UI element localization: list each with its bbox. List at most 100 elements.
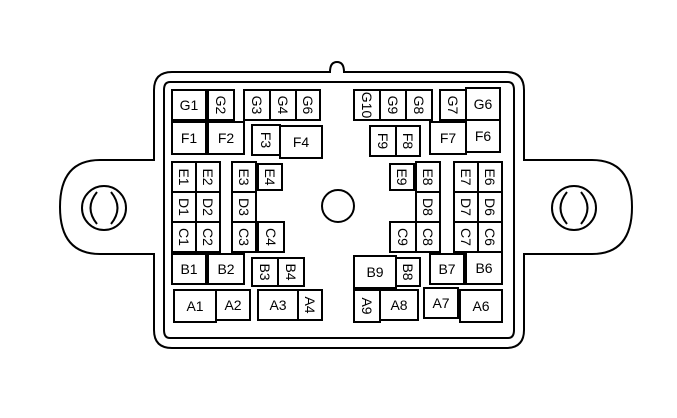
cavity-label: F8 xyxy=(400,133,416,150)
cavity-box xyxy=(429,121,467,155)
cavity-b7: B7 xyxy=(429,253,465,285)
cavity-box xyxy=(379,289,419,321)
cavity-label: D2 xyxy=(200,198,216,216)
cavity-e6: E6 xyxy=(477,161,503,193)
right-mount-clip xyxy=(559,191,589,225)
cavity-label: C4 xyxy=(263,228,279,246)
cavity-box xyxy=(465,119,501,153)
cavity-f3: F3 xyxy=(251,124,281,156)
cavity-label: G4 xyxy=(275,96,291,115)
cavity-label: B6 xyxy=(475,260,492,276)
cavity-box xyxy=(215,289,251,321)
cavity-f2: F2 xyxy=(207,121,245,155)
cavity-box xyxy=(257,289,299,321)
cavity-label: C2 xyxy=(200,228,216,246)
cavity-label: E1 xyxy=(176,168,192,185)
cavity-label: A4 xyxy=(302,296,318,313)
cavity-label: B7 xyxy=(438,261,455,277)
cavity-c1: C1 xyxy=(171,221,197,253)
cavity-d1: D1 xyxy=(171,191,197,223)
cavity-b1: B1 xyxy=(171,253,207,285)
cavity-label: B1 xyxy=(180,261,197,277)
cavity-label: F9 xyxy=(375,133,391,150)
left-mount-clip xyxy=(89,191,119,225)
cavity-e3: E3 xyxy=(231,161,257,193)
cavity-label: G6 xyxy=(474,96,493,112)
cavity-box xyxy=(297,289,323,321)
cavity-e9: E9 xyxy=(389,163,415,191)
cavity-b2: B2 xyxy=(207,253,245,285)
cavity-f8: F8 xyxy=(395,125,421,157)
cavity-label: G6 xyxy=(300,96,316,115)
cavity-box xyxy=(279,125,323,159)
cavity-label: E9 xyxy=(394,168,410,185)
cavity-box xyxy=(415,161,441,193)
cavity-g4: G4 xyxy=(269,89,297,121)
cavity-label: B2 xyxy=(217,261,234,277)
cavity-c2: C2 xyxy=(195,221,221,253)
cavity-box xyxy=(423,287,459,319)
cavity-e8: E8 xyxy=(415,161,441,193)
cavity-d8: D8 xyxy=(415,191,441,223)
cavity-a6: A6 xyxy=(459,289,503,323)
cavity-label: C8 xyxy=(420,228,436,246)
cavity-label: F2 xyxy=(218,130,235,146)
cavity-a1: A1 xyxy=(173,289,217,323)
cavity-box xyxy=(429,253,465,285)
cavity-a7: A7 xyxy=(423,287,459,319)
cavity-label: C6 xyxy=(482,228,498,246)
cavity-box xyxy=(171,121,207,155)
cavity-label: D7 xyxy=(458,198,474,216)
cavity-c8: C8 xyxy=(415,221,441,253)
cavity-label: F6 xyxy=(475,128,492,144)
cavity-box xyxy=(295,89,321,121)
cavity-box xyxy=(171,89,207,121)
cavity-label: E8 xyxy=(420,168,436,185)
cavity-box xyxy=(395,257,421,287)
cavity-box xyxy=(257,163,283,191)
cavity-f6: F6 xyxy=(465,119,501,153)
cavity-b9: B9 xyxy=(353,255,397,289)
cavity-box xyxy=(415,221,441,253)
cavity-box xyxy=(257,221,285,253)
cavity-box xyxy=(477,191,503,223)
cavity-box xyxy=(459,289,503,323)
cavity-e1: E1 xyxy=(171,161,197,193)
cavity-box xyxy=(195,191,221,223)
cavity-d7: D7 xyxy=(453,191,479,223)
cavity-e4: E4 xyxy=(257,163,283,191)
cavity-label: A6 xyxy=(472,298,489,314)
cavity-label: E2 xyxy=(200,168,216,185)
left-mount-hole xyxy=(81,185,127,231)
cavity-g5: G6 xyxy=(295,89,321,121)
cavity-g8: G8 xyxy=(405,89,433,121)
cavity-box xyxy=(415,191,441,223)
cavity-g3: G3 xyxy=(243,89,271,121)
cavity-box xyxy=(231,221,257,253)
cavity-b3: B3 xyxy=(251,257,279,287)
cavity-box xyxy=(465,87,501,121)
cavity-f4: F4 xyxy=(279,125,323,159)
cavity-g2: G2 xyxy=(207,89,235,121)
cavity-label: A1 xyxy=(186,298,203,314)
cavity-g6: G6 xyxy=(465,87,501,121)
cavity-c6: C6 xyxy=(477,221,503,253)
cavity-box xyxy=(207,89,235,121)
cavity-box xyxy=(389,221,417,253)
cavity-label: C7 xyxy=(458,228,474,246)
cavity-d3: D3 xyxy=(231,191,257,223)
cavity-f1: F1 xyxy=(171,121,207,155)
cavity-label: G9 xyxy=(385,96,401,115)
cavity-label: D8 xyxy=(420,198,436,216)
cavity-label: E6 xyxy=(482,168,498,185)
cavity-a3: A3 xyxy=(257,289,299,321)
cavity-a8: A8 xyxy=(379,289,419,321)
cavity-box xyxy=(243,89,271,121)
cavity-box xyxy=(405,89,433,121)
cavity-f7: F7 xyxy=(429,121,467,155)
cavity-label: A8 xyxy=(390,297,407,313)
cavity-box xyxy=(207,253,245,285)
cavity-box xyxy=(171,253,207,285)
